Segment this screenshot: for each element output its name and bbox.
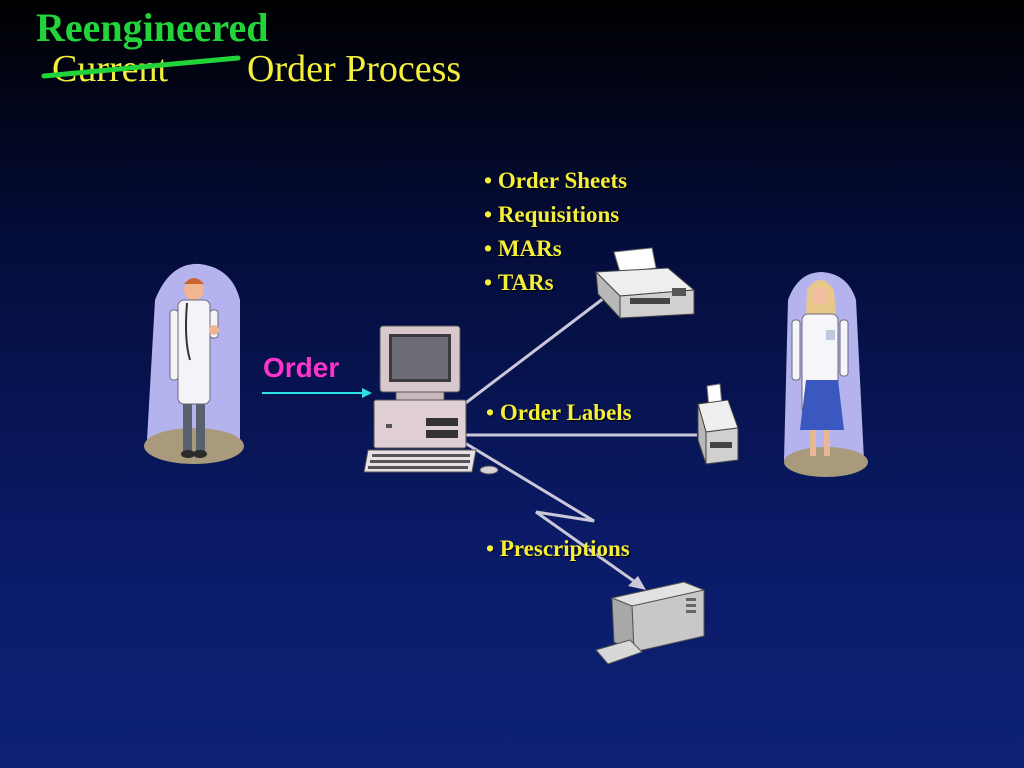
label-printer-icon	[697, 383, 739, 465]
connector-printer-1	[462, 296, 605, 407]
laser-printer-icon	[595, 581, 706, 665]
laser-printer-documents-list: Prescriptions	[486, 532, 630, 566]
order-label: Order	[263, 352, 340, 383]
strikethrough-line	[41, 55, 241, 79]
list-item: MARs	[484, 232, 627, 266]
title-order-process: Order Process	[247, 48, 462, 90]
order-arrow-head	[362, 388, 372, 398]
desktop-computer-icon	[363, 325, 499, 475]
list-item: Prescriptions	[486, 532, 630, 566]
connector-arrowhead	[628, 576, 646, 590]
list-item: TARs	[484, 266, 627, 300]
list-item: Order Labels	[486, 396, 632, 430]
list-item: Requisitions	[484, 198, 627, 232]
printer-documents-list: Order Sheets Requisitions MARs TARs	[484, 164, 627, 300]
male-doctor-icon	[144, 263, 244, 464]
list-item: Order Sheets	[484, 164, 627, 198]
female-nurse-icon	[784, 272, 868, 477]
label-printer-documents-list: Order Labels	[486, 396, 632, 430]
title-reengineered: Reengineered	[36, 5, 269, 50]
